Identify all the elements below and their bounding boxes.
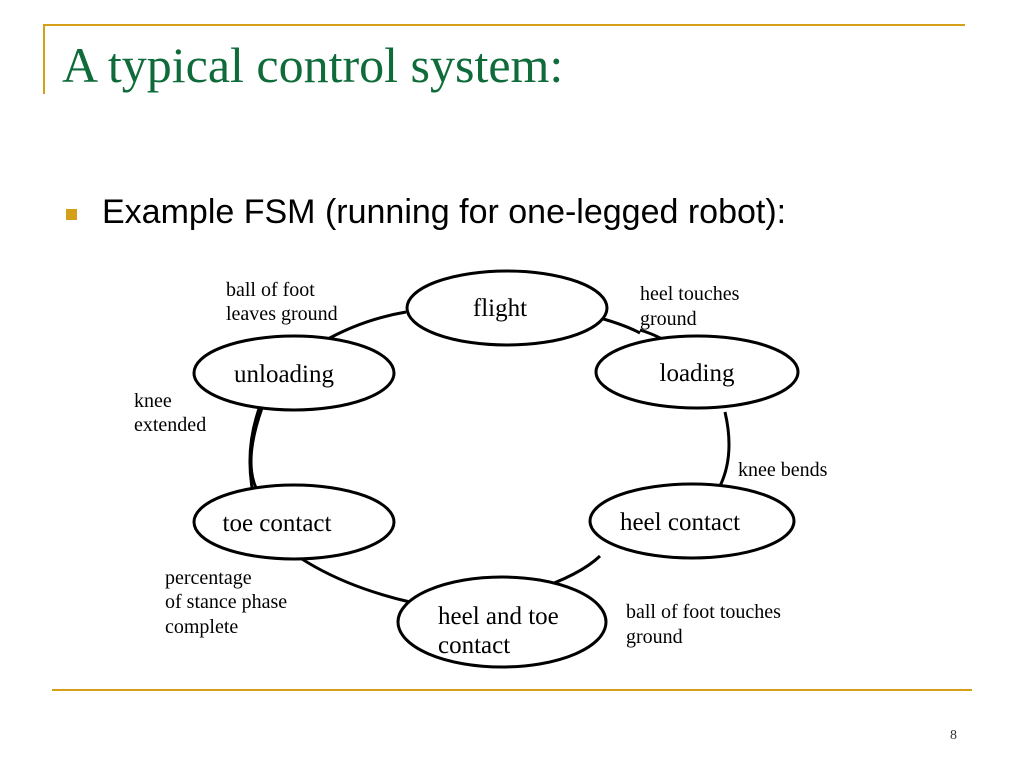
- state-label-loading: loading: [660, 360, 735, 387]
- state-heel-and-toe-contact: heel and toe contact: [396, 575, 608, 669]
- edge-label-line: knee bends: [738, 459, 828, 481]
- state-loading: loading: [594, 334, 800, 410]
- state-label-heel-and-toe-line1: heel and toe: [438, 603, 559, 630]
- state-unloading: unloading: [192, 334, 396, 412]
- edge-label-line: ground: [640, 308, 697, 330]
- edge-label-line: ground: [626, 626, 683, 648]
- transition-arc-flight-loading: [599, 316, 641, 335]
- transition-label-percentage-stance: percentage of stance phase complete: [165, 567, 287, 638]
- state-label-heel-contact: heel contact: [620, 509, 740, 536]
- edge-label-line: leaves ground: [226, 303, 338, 325]
- edge-label-line: of stance phase: [165, 591, 287, 613]
- edge-label-line: extended: [134, 414, 206, 436]
- transition-label-knee-extended: knee extended: [134, 390, 206, 436]
- footer-rule: [52, 689, 972, 691]
- state-label-heel-and-toe-line2: contact: [438, 632, 510, 659]
- edge-label-line: ball of foot: [226, 279, 315, 301]
- state-label-unloading: unloading: [234, 361, 334, 388]
- slide-title: A typical control system:: [62, 37, 564, 93]
- state-toe-contact: toe contact: [192, 483, 396, 561]
- state-heel-contact: heel contact: [588, 482, 796, 560]
- frame-left-rule: [43, 24, 45, 94]
- page-number: 8: [950, 728, 957, 743]
- bullet-text: Example FSM (running for one-legged robo…: [102, 193, 787, 231]
- edge-label-line: percentage: [165, 567, 252, 589]
- edge-label-line: knee: [134, 390, 172, 412]
- transition-label-ball-of-foot-leaves-ground: ball of foot leaves ground: [226, 279, 338, 325]
- edge-label-line: ball of foot touches: [626, 601, 781, 623]
- state-label-toe-contact: toe contact: [223, 510, 332, 537]
- transition-label-knee-bends: knee bends: [738, 459, 828, 481]
- transition-label-ball-of-foot-touches-ground: ball of foot touches ground: [626, 601, 781, 648]
- transition-label-heel-touches-ground: heel touches ground: [640, 283, 740, 330]
- state-flight: flight: [405, 269, 609, 347]
- edge-label-line: heel touches: [640, 283, 740, 305]
- frame-top-rule: [43, 24, 965, 26]
- square-bullet-icon: [66, 209, 77, 220]
- state-label-flight: flight: [473, 295, 527, 322]
- edge-label-line: complete: [165, 616, 238, 638]
